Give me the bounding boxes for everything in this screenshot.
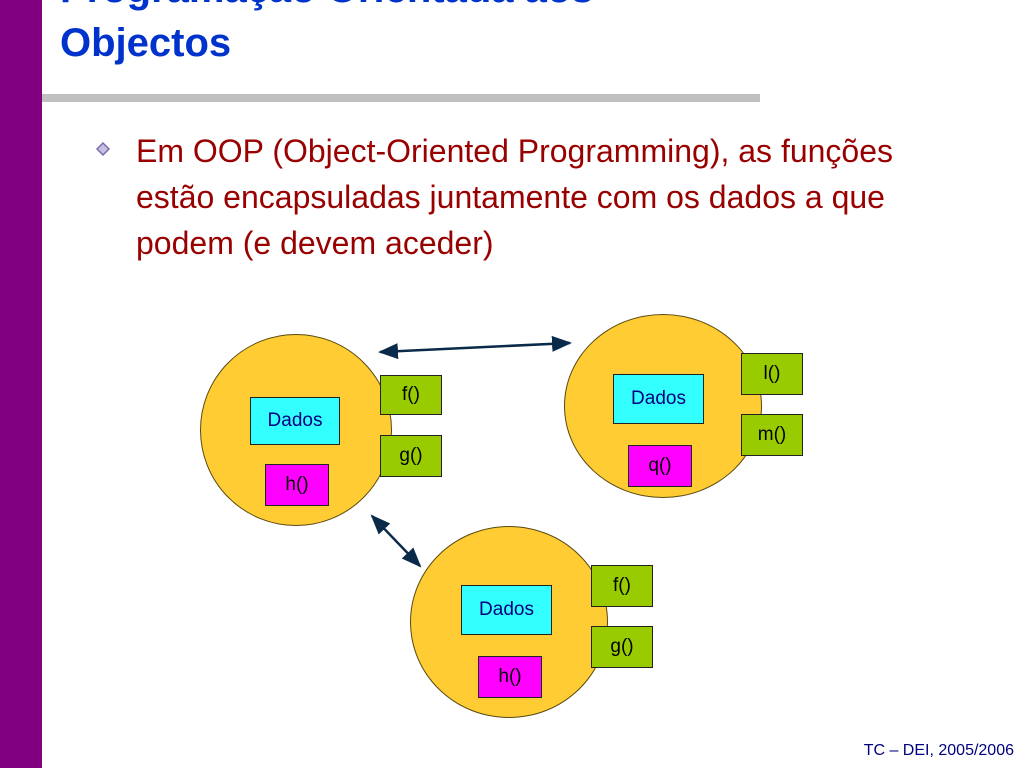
object-1-function-2: g()	[380, 435, 442, 477]
diamond-bullet-icon	[96, 142, 110, 156]
arrow-object-1-object-2	[378, 335, 572, 360]
sidebar-bar	[0, 0, 42, 768]
arrow-object-1-object-3	[370, 514, 422, 568]
object-3-function-2: g()	[591, 626, 653, 668]
object-1-data-box: Dados	[250, 397, 340, 445]
slide-title: Programação Orientada aos Objectos	[60, 0, 960, 70]
bullet-text: Em OOP (Object-Oriented Programming), as…	[136, 133, 894, 261]
object-2-function-3: q()	[628, 445, 692, 487]
object-3-function-1: f()	[591, 565, 653, 607]
object-3-function-3: h()	[478, 656, 542, 698]
object-3-data-box: Dados	[461, 585, 552, 635]
object-2-function-1: l()	[741, 353, 803, 395]
title-line-1: Programação Orientada aos	[60, 0, 960, 16]
object-2-function-2: m()	[741, 414, 803, 456]
object-2-data-box: Dados	[613, 374, 704, 424]
title-line-2: Objectos	[60, 21, 232, 65]
title-divider	[42, 94, 760, 102]
footer-text: TC – DEI, 2005/2006	[863, 742, 1014, 759]
object-1-function-3: h()	[265, 464, 329, 506]
object-1-function-1: f()	[380, 375, 442, 415]
